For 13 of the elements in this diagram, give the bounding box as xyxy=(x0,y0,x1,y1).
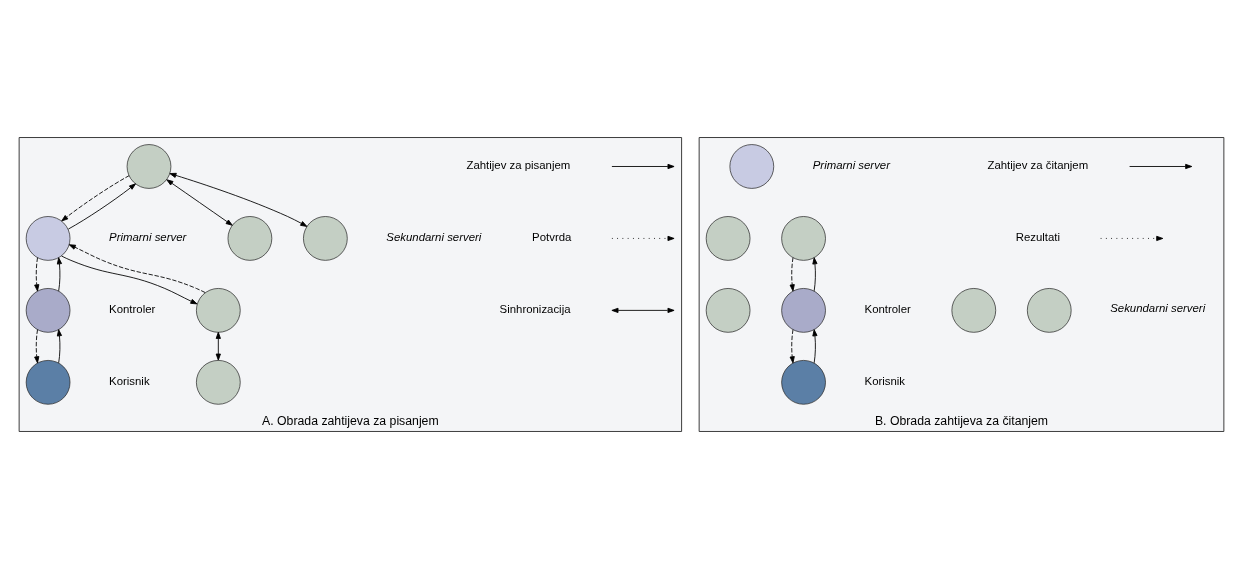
legend-label: Potvrda xyxy=(532,230,572,243)
label: Sekundarni serveri xyxy=(386,230,482,243)
legend-label: Zahtijev za pisanjem xyxy=(466,158,571,171)
node-label: Korisnik xyxy=(864,374,906,387)
legend-label: Sinhronizacija xyxy=(499,302,571,315)
label: Sekundarni serveri xyxy=(1110,301,1206,314)
node-label: Primarni server xyxy=(109,230,187,243)
node-label: Primarni server xyxy=(812,158,890,171)
legend-label: Zahtijev za čitanjem xyxy=(987,158,1089,171)
legend-label: Rezultati xyxy=(1015,230,1061,243)
node-label: Kontroler xyxy=(109,302,156,315)
node-label: Korisnik xyxy=(109,374,150,387)
node-label: Kontroler xyxy=(864,302,911,315)
